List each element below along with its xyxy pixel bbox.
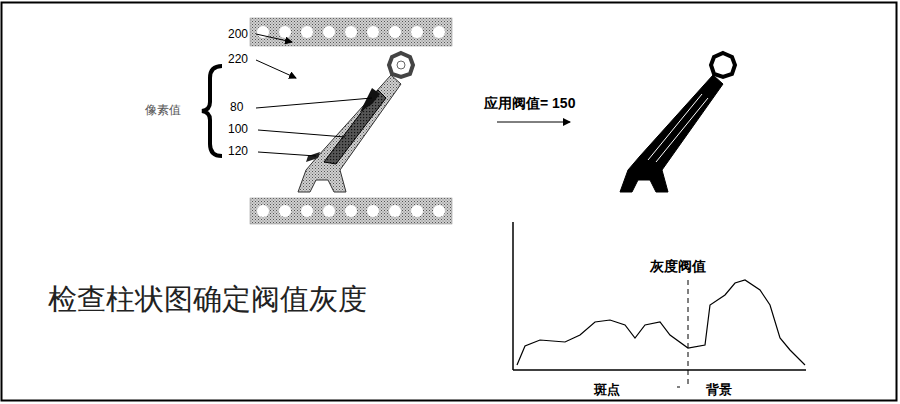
bracket [202,66,222,156]
film-strip [250,18,452,224]
callout-number: 200 [228,28,248,42]
arrow-label: 应用阀值= 150 [484,95,575,111]
threshold-label: 灰度阀值 [650,258,706,274]
leader-line [256,34,372,156]
axis-label: 背景 [706,383,732,398]
axis-label: 像素值 [145,104,181,118]
callout-number: 100 [228,123,248,137]
tool-image [298,53,413,192]
arrow [497,122,570,123]
frame [2,3,897,401]
axis-label: 斑点 [594,383,620,398]
thresholded-tool [620,53,735,192]
histogram [513,222,806,387]
heading: 检查柱状图确定阀值灰度 [48,283,367,316]
callout-number: 120 [228,145,248,159]
callout-number: 80 [230,101,243,115]
callout-number: 220 [228,53,248,67]
